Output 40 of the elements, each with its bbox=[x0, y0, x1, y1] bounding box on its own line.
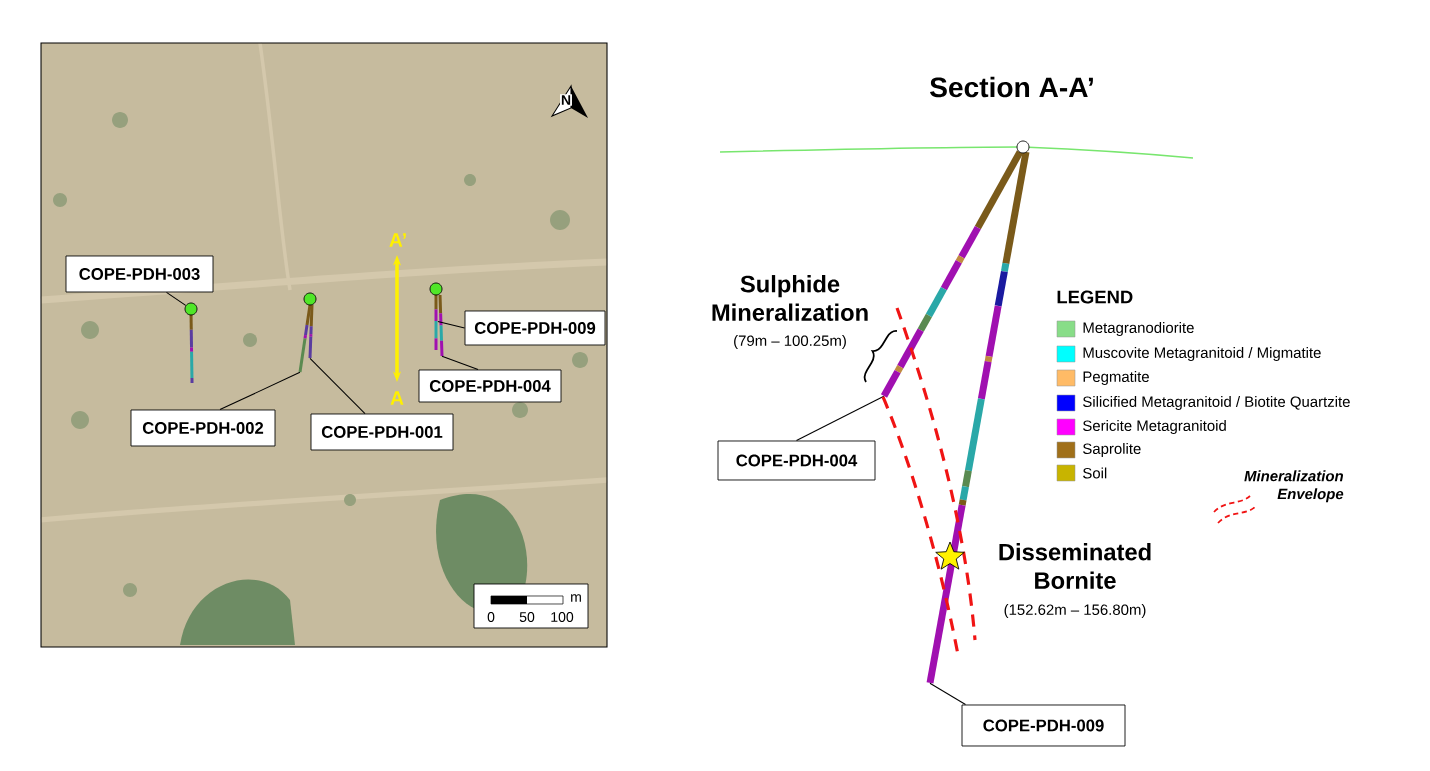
leader-line bbox=[929, 682, 967, 706]
drill-trace bbox=[438, 294, 444, 357]
depth-range: (79m – 100.25m) bbox=[734, 335, 846, 349]
section-end-label: A’ bbox=[389, 233, 406, 247]
leader-line bbox=[166, 291, 187, 306]
scale-label: m bbox=[571, 594, 581, 602]
depth-range: (152.62m – 156.80m) bbox=[1004, 604, 1146, 618]
leader-line bbox=[219, 371, 301, 411]
title: Section A-A’ bbox=[930, 76, 1093, 98]
leader-line bbox=[795, 395, 885, 442]
annotation-heading: Disseminated Bornite bbox=[999, 543, 1151, 589]
drill-trace bbox=[434, 292, 438, 350]
scale-label: 0 bbox=[487, 612, 495, 622]
legend-label: Metagranodiorite bbox=[1083, 322, 1194, 336]
leader-line bbox=[441, 355, 479, 371]
label-box: COPE-PDH-004 bbox=[717, 440, 876, 481]
collar-marker bbox=[184, 302, 198, 316]
legend-label: Muscovite Metagranitoid / Migmatite bbox=[1083, 347, 1321, 361]
label-box: COPE-PDH-001 bbox=[310, 413, 454, 451]
annotation-heading: Sulphide Mineralization bbox=[712, 275, 868, 321]
label-box: COPE-PDH-004 bbox=[418, 369, 562, 403]
legend-label: Mineralization Envelope bbox=[1244, 470, 1344, 503]
label-box: COPE-PDH-003 bbox=[65, 255, 214, 293]
legend-label: Pegmatite bbox=[1083, 371, 1149, 385]
legend-label: Sericite Metagranitoid bbox=[1083, 420, 1226, 434]
leader-line bbox=[309, 357, 366, 415]
leader-line bbox=[437, 320, 466, 329]
legend-label: Silicified Metagranitoid / Biotite Quartzite bbox=[1083, 396, 1350, 410]
scale-label: 100 bbox=[551, 612, 574, 622]
legend-label: Soil bbox=[1083, 467, 1107, 479]
legend-label: Saprolite bbox=[1083, 443, 1141, 457]
label-box: COPE-PDH-002 bbox=[130, 409, 276, 447]
label-box: COPE-PDH-009 bbox=[961, 704, 1126, 747]
legend-title: LEGEND bbox=[1057, 290, 1133, 304]
scale-label: 50 bbox=[519, 612, 535, 622]
label-box: COPE-PDH-009 bbox=[464, 310, 606, 346]
section-end-label: A bbox=[390, 391, 404, 405]
drill-trace bbox=[308, 304, 314, 359]
drill-trace bbox=[298, 304, 312, 373]
drill-trace bbox=[880, 150, 1024, 398]
